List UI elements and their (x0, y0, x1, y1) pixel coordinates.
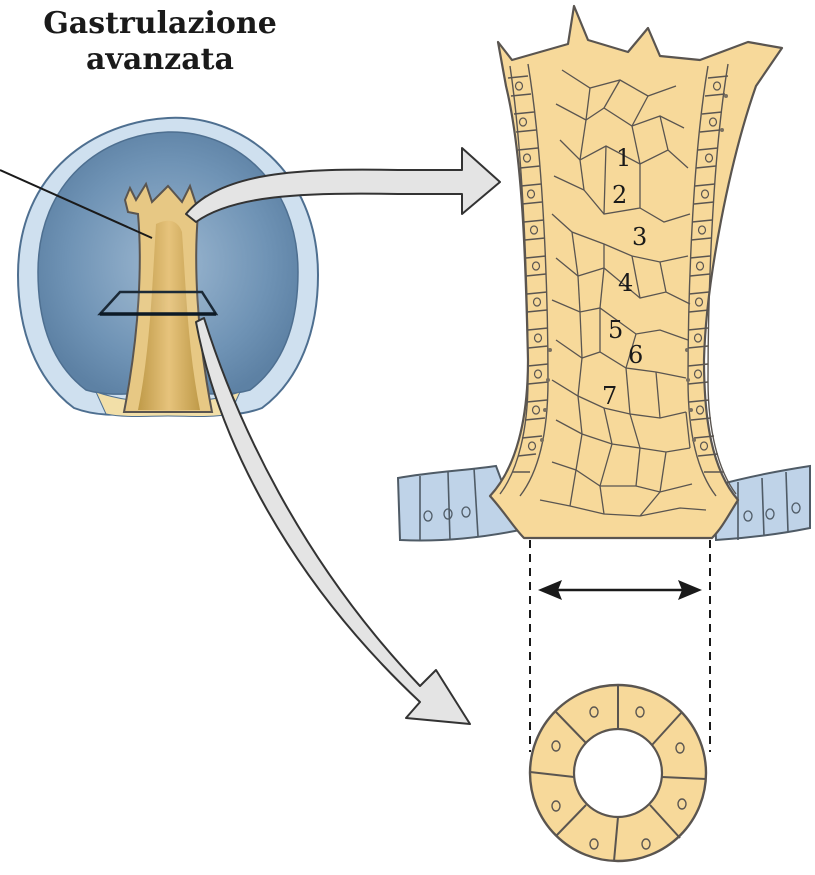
mesoderm-body (490, 6, 782, 538)
longitudinal-section: 1 2 3 4 5 6 7 (398, 6, 810, 541)
cell-number-7: 7 (602, 382, 617, 410)
embryo-overview (0, 118, 318, 417)
cell-number-6: 6 (628, 341, 643, 369)
cell-number-4: 4 (618, 269, 633, 297)
cell-number-3: 3 (632, 223, 647, 251)
cell-number-5: 5 (608, 316, 623, 344)
cross-section-ring (530, 685, 706, 861)
section-plane (100, 292, 216, 314)
cell-number-1: 1 (616, 144, 631, 172)
cell-number-2: 2 (612, 181, 627, 209)
